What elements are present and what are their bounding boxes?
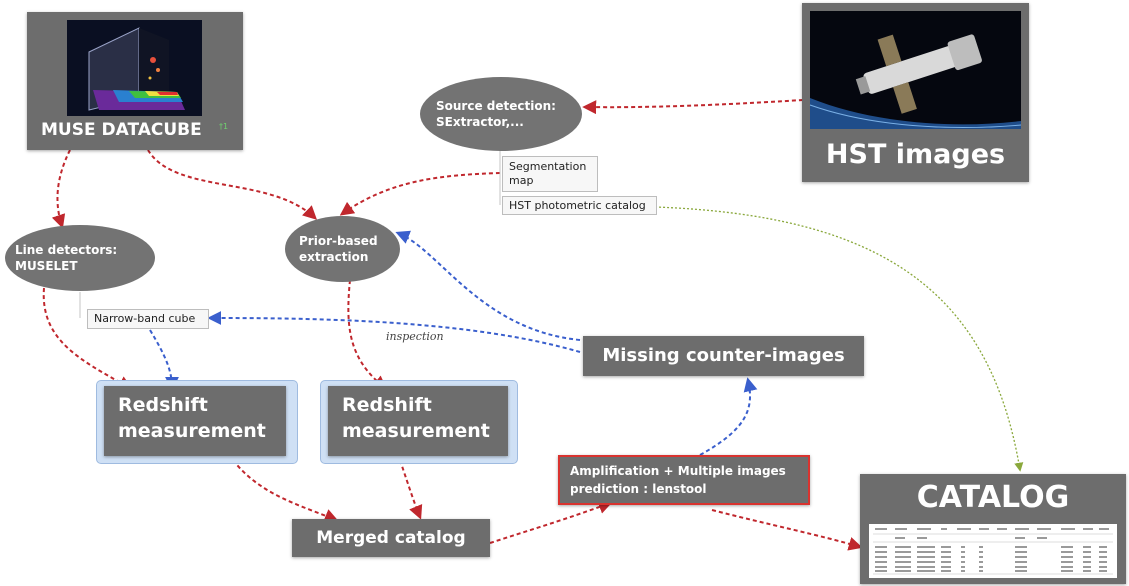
merged-catalog-node[interactable]: Merged catalog [292,519,490,557]
merged-catalog-label: Merged catalog [316,528,466,548]
hst-telescope-picture [809,11,1022,129]
prior-based-line-1: Prior-based [299,234,378,248]
amplification-line-2: prediction : lenstool [570,482,707,496]
redshift-1-line-2: measurement [118,420,266,442]
redshift-measurement-1-node[interactable]: Redshift measurement [104,386,286,456]
catalog-table-thumbnail [869,524,1117,578]
segmentation-map-line-2: map [509,174,534,187]
arrow-line-detectors-to-redshift-1 [42,287,133,390]
source-detection-line-2: SExtractor,... [436,115,524,129]
line-detectors-line-2: MUSELET [15,259,78,273]
arrow-amplification-to-catalog [711,509,863,551]
redshift-1-line-1: Redshift [118,394,208,416]
muse-datacube-node[interactable]: MUSE DATACUBE †1 [27,12,243,150]
narrow-band-cube-note[interactable]: Narrow-band cube [87,309,209,329]
amplification-line-1: Amplification + Multiple images [570,464,786,478]
amplification-lenstool-node[interactable]: Amplification + Multiple images predicti… [558,455,810,505]
arrow-amplification-to-missing [699,377,758,456]
source-detection-line-1: Source detection: [436,99,556,113]
line-detectors-node[interactable]: Line detectors: MUSELET [5,225,155,291]
missing-counter-images-node[interactable]: Missing counter-images [583,336,864,376]
redshift-measurement-2-node[interactable]: Redshift measurement [328,386,508,456]
redshift-2-line-2: measurement [342,420,490,442]
source-detection-node[interactable]: Source detection: SExtractor,... [420,77,582,151]
catalog-node[interactable]: CATALOG [860,474,1126,584]
arrow-segmentation-to-prior-based [339,172,501,216]
hst-images-node[interactable]: HST images [802,3,1029,182]
datacube-picture [67,20,202,116]
arrow-missing-to-prior-based [395,230,581,341]
arrow-muse-to-prior-based [147,149,318,220]
segmentation-map-line-1: Segmentation [509,160,587,173]
hst-photometric-catalog-label: HST photometric catalog [509,199,646,212]
arrow-redshift-2-to-merged [399,459,423,520]
narrow-band-cube-label: Narrow-band cube [94,312,196,325]
arrow-hst-to-source-detection [582,99,804,115]
redshift-2-line-1: Redshift [342,394,432,416]
arrow-muse-to-line-detectors [51,149,71,229]
inspection-edge-label: inspection [386,330,444,343]
muse-datacube-label: MUSE DATACUBE [41,120,202,140]
missing-counter-images-label: Missing counter-images [602,345,845,366]
prior-based-line-2: extraction [299,250,369,264]
line-detectors-line-1: Line detectors: [15,243,118,257]
footnote-marker: †1 [219,122,229,131]
segmentation-map-note[interactable]: Segmentation map [502,156,598,192]
prior-based-extraction-node[interactable]: Prior-based extraction [285,216,400,282]
hst-images-label: HST images [825,139,1006,170]
arrow-merged-to-amplification [489,500,613,544]
arrow-redshift-1-to-merged [232,459,339,523]
arrow-prior-based-to-redshift-2 [347,279,388,390]
hst-photometric-catalog-note[interactable]: HST photometric catalog [502,196,657,215]
catalog-label: CATALOG [916,480,1070,515]
